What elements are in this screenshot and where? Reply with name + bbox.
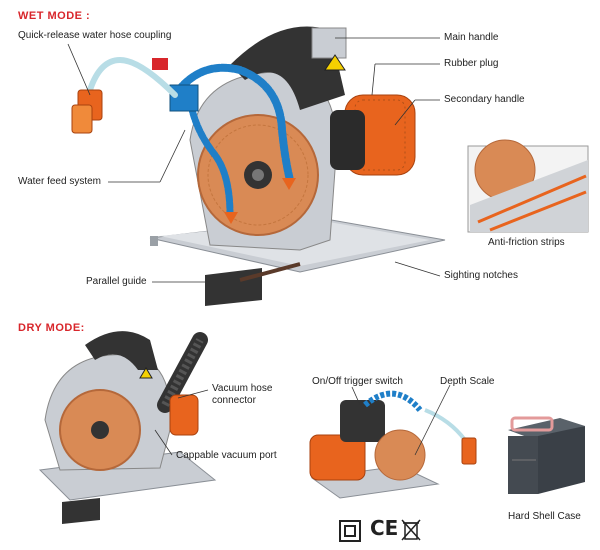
label-trigger-switch: On/Off trigger switch <box>312 376 403 387</box>
compact-saw-image <box>309 390 477 499</box>
label-water-feed-system: Water feed system <box>18 176 101 187</box>
certification-marks <box>338 518 438 544</box>
label-depth-scale: Depth Scale <box>440 376 495 387</box>
label-quick-release-coupling: Quick-release water hose coupling <box>18 30 172 41</box>
wet-mode-title: WET MODE : <box>18 10 91 22</box>
label-vacuum-hose-connector-line1: Vacuum hose <box>212 383 273 394</box>
label-main-handle: Main handle <box>444 32 499 43</box>
label-sighting-notches: Sighting notches <box>444 270 518 281</box>
anti-friction-inset-image <box>467 139 589 233</box>
wet-mode-saw-image <box>71 26 446 306</box>
double-insulation-icon <box>339 520 361 542</box>
label-rubber-plug: Rubber plug <box>444 58 499 69</box>
label-cappable-vacuum-port: Cappable vacuum port <box>176 450 277 461</box>
dry-mode-title: DRY MODE: <box>18 322 85 334</box>
label-anti-friction-strips: Anti-friction strips <box>488 237 565 248</box>
wet-callout-lines <box>67 37 441 283</box>
hard-shell-case-image <box>508 416 585 494</box>
dry-mode-saw-image <box>38 331 217 524</box>
crossed-bin-icon <box>400 518 422 547</box>
label-parallel-guide: Parallel guide <box>86 276 147 287</box>
label-vacuum-hose-connector-line2: connector <box>212 395 256 406</box>
label-hard-shell-case: Hard Shell Case <box>508 511 581 522</box>
label-secondary-handle: Secondary handle <box>444 94 525 105</box>
dry-callout-lines <box>154 389 209 456</box>
ce-mark-icon: CE <box>370 516 399 540</box>
compact-callout-lines <box>351 384 451 456</box>
